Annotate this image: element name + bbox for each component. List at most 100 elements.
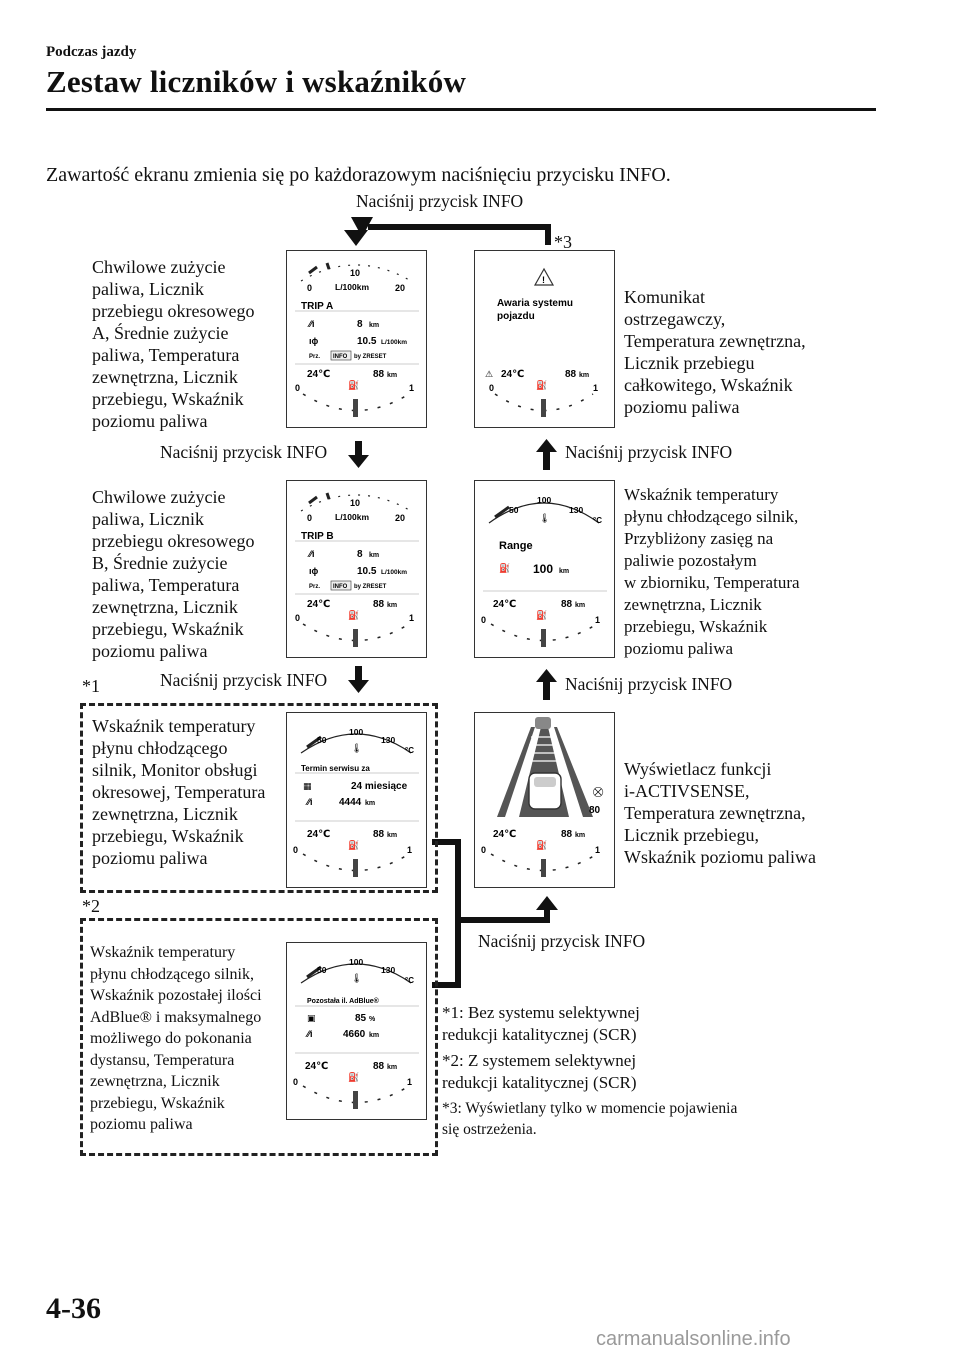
avg-icon: ıɸ bbox=[309, 336, 319, 346]
svg-text:L/100km: L/100km bbox=[381, 569, 407, 576]
svg-text:1: 1 bbox=[409, 613, 414, 623]
lane-icon: ⛒ bbox=[593, 786, 604, 798]
svg-text:0: 0 bbox=[489, 383, 494, 393]
press-info-right-1: Naciśnij przycisk INFO bbox=[565, 442, 733, 462]
svg-text:50: 50 bbox=[509, 505, 519, 515]
svg-text:88: 88 bbox=[373, 829, 385, 840]
svg-text:°C: °C bbox=[405, 746, 414, 755]
calendar-icon: ▦ bbox=[303, 781, 312, 791]
svg-text:ıɸ: ıɸ bbox=[309, 566, 319, 576]
svg-text:0: 0 bbox=[293, 845, 298, 855]
svg-text:0: 0 bbox=[481, 615, 486, 625]
svg-text:⁄⁄i: ⁄⁄i bbox=[305, 797, 313, 807]
trip-unit: km bbox=[369, 322, 379, 329]
svg-text:8: 8 bbox=[357, 549, 363, 560]
svg-text:INFO: INFO bbox=[333, 584, 348, 590]
svg-text:88: 88 bbox=[373, 599, 385, 610]
svg-text:%: % bbox=[369, 1016, 376, 1023]
svg-text:1: 1 bbox=[595, 615, 600, 625]
range-value: 100 bbox=[533, 562, 553, 576]
box-with-scr bbox=[80, 918, 438, 1156]
reset-left: Prz. bbox=[309, 354, 320, 360]
svg-text:1: 1 bbox=[593, 383, 598, 393]
svg-text:km: km bbox=[575, 602, 585, 609]
screen-adblue: 50 100 130 °C 🌡 Pozostała il. AdBlue® ▣ … bbox=[286, 942, 427, 1120]
screen-service: 50 100 130 °C 🌡 Termin serwisu za ▦ 24 m… bbox=[286, 712, 427, 888]
service-months: 24 miesiące bbox=[351, 781, 408, 792]
svg-text:km: km bbox=[575, 832, 585, 839]
svg-text:km: km bbox=[369, 1032, 379, 1039]
intro-text: Zawartość ekranu zmienia się po każdoraz… bbox=[46, 164, 671, 186]
press-info-left-2: Naciśnij przycisk INFO bbox=[160, 670, 328, 690]
svg-text:1: 1 bbox=[595, 845, 600, 855]
press-info-left-1: Naciśnij przycisk INFO bbox=[160, 442, 328, 462]
svg-text:24℃: 24℃ bbox=[501, 369, 524, 380]
press-info-top: Naciśnij przycisk INFO bbox=[356, 191, 524, 211]
svg-text:24℃: 24℃ bbox=[307, 599, 330, 610]
svg-text:km: km bbox=[579, 372, 589, 379]
footnote-mark-2: *2 bbox=[82, 896, 100, 916]
fuel-pump-icon: ⛽ bbox=[348, 839, 359, 850]
cons-mid: 10 bbox=[350, 268, 360, 278]
svg-text:1: 1 bbox=[407, 1077, 412, 1087]
svg-text:88: 88 bbox=[561, 599, 573, 610]
adblue-dist: 4660 bbox=[343, 1029, 366, 1040]
footnote-mark-1: *1 bbox=[82, 676, 100, 696]
svg-text:100: 100 bbox=[349, 727, 363, 737]
adblue-icon: ▣ bbox=[307, 1013, 316, 1023]
fuel-pump-icon: ⛽ bbox=[348, 1071, 359, 1082]
odo-unit: km bbox=[387, 372, 397, 379]
adblue-percent: 85 bbox=[355, 1013, 367, 1024]
reset-right: by ZRESET bbox=[354, 354, 387, 360]
fuel-pump-icon: ⛽ bbox=[536, 609, 547, 620]
section-label: Podczas jazdy bbox=[46, 44, 137, 60]
watermark[interactable]: carmanualsonline.info bbox=[596, 1328, 791, 1350]
svg-text:Prz.: Prz. bbox=[309, 584, 320, 590]
fuel-pump-icon: ⛽ bbox=[536, 379, 547, 390]
svg-text:20: 20 bbox=[395, 513, 405, 523]
svg-text:130: 130 bbox=[381, 735, 395, 745]
avg-value: 10.5 bbox=[357, 336, 377, 347]
svg-text:km: km bbox=[387, 602, 397, 609]
svg-text:⁄⁄i: ⁄⁄i bbox=[305, 1029, 313, 1039]
fuel-pump-icon: ⛽ bbox=[536, 839, 547, 850]
svg-text:10: 10 bbox=[350, 498, 360, 508]
svg-text:130: 130 bbox=[569, 505, 583, 515]
svg-text:130: 130 bbox=[381, 965, 395, 975]
svg-text:by ZRESET: by ZRESET bbox=[354, 584, 387, 590]
svg-text:88: 88 bbox=[565, 369, 577, 380]
svg-text:!: ! bbox=[542, 275, 545, 285]
trip-value: 8 bbox=[357, 319, 363, 330]
screen-range: 50 100 130 °C 🌡 Range ⛽ 100 km 24℃ 88 km… bbox=[474, 480, 615, 658]
svg-text:0: 0 bbox=[295, 613, 300, 623]
odo: 88 bbox=[373, 369, 385, 380]
speed-value: 80 bbox=[589, 805, 601, 816]
svg-text:88: 88 bbox=[561, 829, 573, 840]
trip-icon: ⁄⁄i bbox=[307, 319, 315, 329]
note-3: *3: Wyświetlany tylko w momencie pojawie… bbox=[442, 1100, 738, 1138]
range-unit: km bbox=[559, 568, 569, 575]
fuel-pump-icon: ⛽ bbox=[348, 379, 359, 390]
svg-text:100: 100 bbox=[537, 495, 551, 505]
svg-text:10.5: 10.5 bbox=[357, 566, 377, 577]
screen-warning: ! Awaria systemu pojazdu ⚠ 24℃ 88 km 0 1… bbox=[474, 250, 615, 428]
svg-text:km: km bbox=[365, 800, 375, 807]
fuel-full: 1 bbox=[409, 383, 414, 393]
svg-text:⁄⁄i: ⁄⁄i bbox=[307, 549, 315, 559]
svg-text:0: 0 bbox=[307, 513, 312, 523]
trip-label: TRIP B bbox=[301, 531, 334, 542]
warning-line2: pojazdu bbox=[497, 311, 535, 322]
warning-small-icon: ⚠ bbox=[485, 369, 493, 379]
press-info-bottom: Naciśnij przycisk INFO bbox=[478, 931, 646, 951]
svg-text:24℃: 24℃ bbox=[493, 829, 516, 840]
service-label: Termin serwisu za bbox=[301, 764, 370, 773]
svg-text:0: 0 bbox=[481, 845, 486, 855]
